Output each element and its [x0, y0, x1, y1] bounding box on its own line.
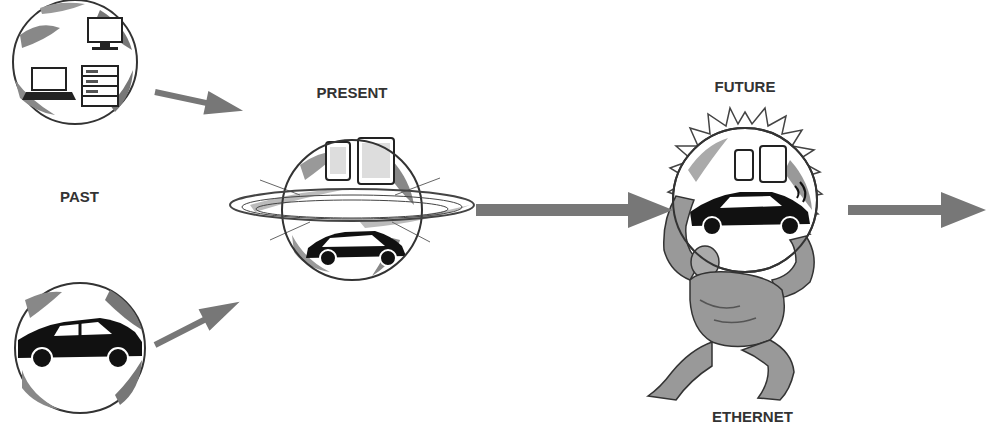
past-car-globe: [15, 283, 145, 413]
flow-arrow: [476, 192, 673, 228]
present-globe: PRESENT: [228, 130, 476, 290]
globe-outline: [228, 130, 476, 290]
past-arrow-top: [153, 80, 246, 122]
globe-outline: [673, 128, 817, 272]
era-label: PAST: [60, 188, 99, 205]
future-globe: FUTURE: [673, 128, 817, 272]
past-arrow-bottom: [150, 291, 246, 356]
outgoing-arrow: [848, 192, 986, 228]
era-heading: FUTURE: [673, 78, 817, 95]
future-globe-art: [648, 108, 822, 400]
past-computer-globe: [13, 0, 137, 124]
era-heading: PRESENT: [228, 84, 476, 101]
network-label: ETHERNET: [712, 408, 793, 425]
